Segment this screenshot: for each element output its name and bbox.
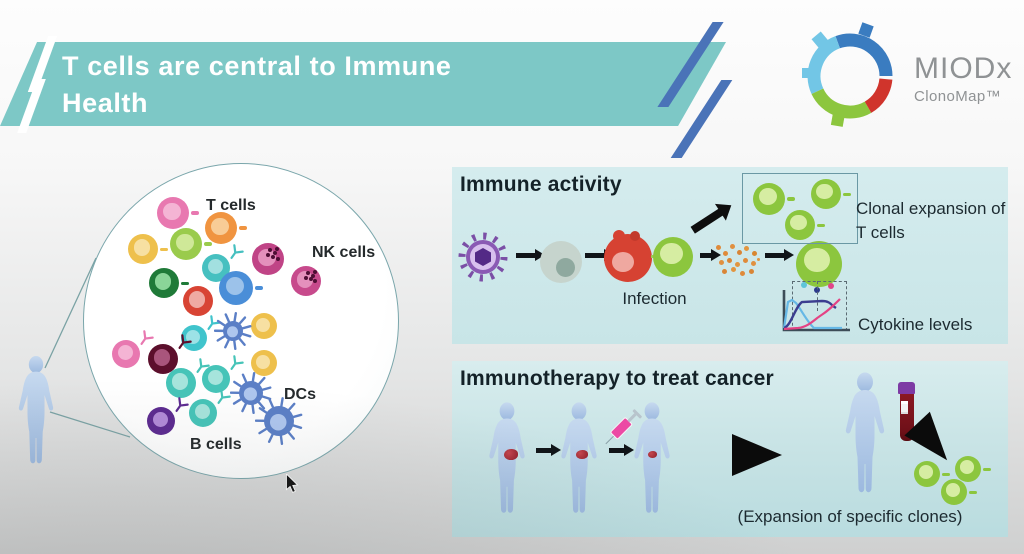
nk-cell-2 <box>291 266 321 296</box>
receptor-dot-pink <box>828 283 834 289</box>
blood-tube-icon <box>898 382 915 442</box>
flow-arrow-3 <box>700 253 712 258</box>
t-cell-red <box>183 286 213 316</box>
t-cell-orange <box>205 212 247 244</box>
slide-title: T cells are central to Immune Health <box>62 48 452 122</box>
clone-t-cell-1 <box>753 183 795 215</box>
miodx-logo-ring-icon <box>802 22 893 127</box>
receptor-stub-icon <box>160 247 168 251</box>
miodx-logo: MIODx ClonoMap™ <box>802 16 1022 136</box>
infection-label: Infection <box>622 289 687 308</box>
magnify-callout-lines <box>44 257 131 438</box>
dendritic-cell-1 <box>230 372 272 414</box>
b-cell-teal-3 <box>189 389 231 427</box>
receptor-stub-icon <box>204 242 212 246</box>
mouse-cursor <box>286 474 299 494</box>
cytokine-dots <box>716 245 721 250</box>
immune-activity-heading: Immune activity <box>460 173 622 196</box>
nk-cell-1 <box>252 243 284 275</box>
antibody-receptor-icon <box>140 330 154 346</box>
receptor-stub-icon <box>181 281 189 285</box>
b-cell-teal-1 <box>166 358 210 398</box>
resting-cell <box>540 241 582 283</box>
t-cell-darkgreen <box>149 268 189 298</box>
title-banner <box>0 42 726 126</box>
receptor-stub-icon <box>239 226 247 230</box>
immune-cell-circle: T cells NK cells DCs B cells <box>83 163 399 479</box>
treatment-arrow-1 <box>536 448 552 453</box>
patient-silhouette-treated <box>845 372 885 493</box>
infected-cell <box>604 230 652 282</box>
tumor-small <box>648 451 657 458</box>
dendritic-cell-small <box>214 312 252 350</box>
t-cell-engaging <box>653 237 693 277</box>
big-triangle-right <box>732 434 782 476</box>
immunotherapy-panel: Immunotherapy to treat cancer (Expansion… <box>452 361 1008 537</box>
tumor-large <box>504 449 518 460</box>
antibody-receptor-icon <box>178 334 192 350</box>
slide-title-line2: Health <box>62 88 149 118</box>
receptor-stub-icon <box>255 286 263 290</box>
t-cell-pink <box>157 197 199 229</box>
slide-title-line1: T cells are central to Immune <box>62 51 452 81</box>
flow-arrow-4 <box>765 253 785 258</box>
clonal-expansion-box <box>742 173 858 244</box>
immune-activity-panel: Immune activity Infection Clonal expansi… <box>452 167 1008 344</box>
receptor-to-chart-dashed-line <box>817 281 818 311</box>
big-arrow-to-clonal-box <box>690 208 724 234</box>
cell-yellow-3 <box>251 350 277 376</box>
t-cell-lightgreen <box>170 228 212 260</box>
logo-product: ClonoMap™ <box>914 88 1001 105</box>
antibody-receptor-icon <box>207 315 221 331</box>
cell-yellow-2 <box>251 313 277 339</box>
b-cell-teal-2 <box>202 355 244 393</box>
receptor-stub-icon <box>191 211 199 215</box>
clone-t-cell-3 <box>785 210 825 240</box>
flow-arrow-1 <box>516 253 536 258</box>
t-cell-yellow <box>128 234 168 264</box>
patient-silhouette-1 <box>489 402 525 513</box>
activated-t-cell <box>796 241 842 287</box>
label-t-cells: T cells <box>206 197 256 214</box>
antibody-receptor-icon <box>230 355 244 371</box>
antibody-receptor-icon <box>175 397 189 413</box>
antibody-receptor-icon <box>196 358 210 374</box>
b-cell-pink <box>112 330 154 368</box>
label-nk-cells: NK cells <box>312 244 376 261</box>
antibody-receptor-icon <box>230 244 244 260</box>
cytokine-label: Cytokine levels <box>858 315 973 334</box>
virus-icon <box>458 232 508 282</box>
t-cell-blue <box>219 271 263 305</box>
b-cell-purple <box>147 397 189 435</box>
clone-t-cell-2 <box>811 179 851 209</box>
dendritic-cell-2 <box>255 397 303 445</box>
antibody-receptor-icon <box>217 389 231 405</box>
treatment-arrow-2 <box>609 448 625 453</box>
label-b-cells: B cells <box>190 436 242 453</box>
tumor-medium <box>576 450 588 459</box>
expansion-caption: (Expansion of specific clones) <box>737 507 963 526</box>
cell-cyan <box>181 315 221 351</box>
expanded-clone-1 <box>914 461 950 487</box>
cytokine-chart <box>782 290 850 332</box>
flow-arrow-2 <box>585 253 605 258</box>
immunotherapy-heading: Immunotherapy to treat cancer <box>460 367 774 390</box>
clonal-expansion-label: Clonal expansion of T cells <box>856 199 1006 242</box>
label-dcs: DCs <box>284 386 317 403</box>
expanded-clone-2 <box>955 456 991 482</box>
logo-brand: MIODx <box>914 52 1013 85</box>
expanded-clone-3 <box>941 479 977 505</box>
receptor-dot-cyan <box>801 282 807 288</box>
